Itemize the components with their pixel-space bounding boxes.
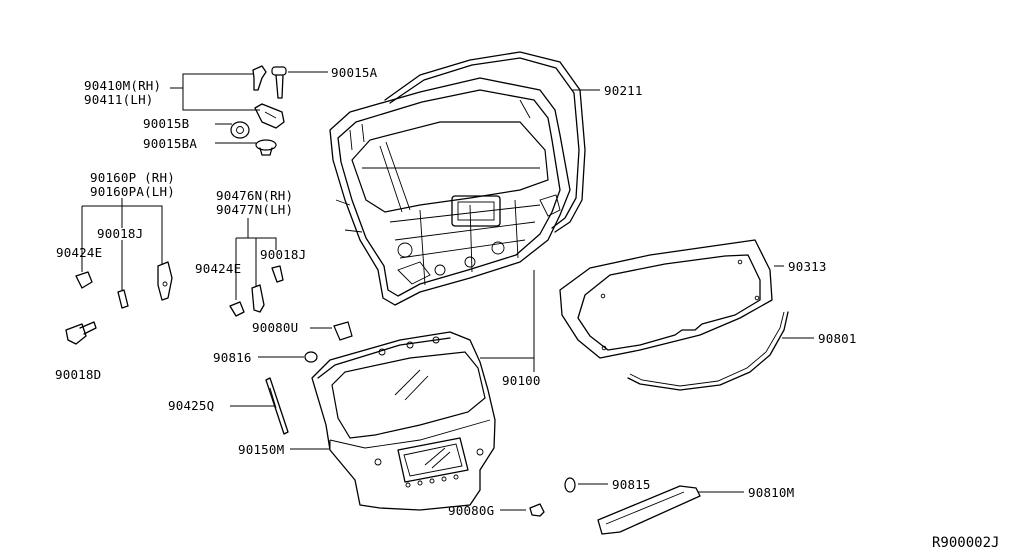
glass-molding-illustration [627, 311, 789, 391]
stay-bracket-group-illustration [65, 261, 173, 345]
leader-lines [81, 71, 814, 511]
label-90160p: 90160P (RH) [90, 170, 175, 185]
label-90015ba: 90015BA [143, 136, 197, 151]
label-90424e-left: 90424E [56, 245, 102, 260]
label-90018j-left: 90018J [97, 226, 143, 241]
hinge-bolt-group-illustration [230, 65, 287, 156]
stay-bracket-mid-illustration [229, 265, 353, 363]
label-90476n: 90476N(RH) [216, 188, 293, 203]
back-door-finisher-illustration [597, 485, 701, 535]
label-90018j-mid: 90018J [260, 247, 306, 262]
label-90801: 90801 [818, 331, 857, 346]
label-90425q: 90425Q [168, 398, 214, 413]
label-90815: 90815 [612, 477, 651, 492]
label-90816: 90816 [213, 350, 252, 365]
label-90424e-mid: 90424E [195, 261, 241, 276]
back-glass-illustration [559, 239, 773, 359]
weatherstrip-illustration [384, 51, 586, 233]
label-90313: 90313 [788, 259, 827, 274]
label-90018d: 90018D [55, 367, 101, 382]
label-90160pa: 90160PA(LH) [90, 184, 175, 199]
label-90810m: 90810M [748, 485, 794, 500]
back-door-assembly-illustration [311, 331, 496, 511]
back-door-panel-illustration [329, 77, 571, 306]
gas-stay-illustration [265, 377, 289, 435]
label-90411: 90411(LH) [84, 92, 154, 107]
part-labels: 90410M(RH) 90411(LH) 90015A 90015B 90015… [55, 65, 999, 551]
label-90015a: 90015A [331, 65, 378, 80]
label-90100: 90100 [502, 373, 541, 388]
label-90080g: 90080G [448, 503, 494, 518]
label-90150m: 90150M [238, 442, 284, 457]
label-90211: 90211 [604, 83, 643, 98]
label-90015b: 90015B [143, 116, 189, 131]
label-90410m: 90410M(RH) [84, 78, 161, 93]
label-90477n: 90477N(LH) [216, 202, 293, 217]
clip-group-illustration [529, 477, 576, 517]
diagram-reference-number: R900002J [932, 535, 999, 551]
label-90080u: 90080U [252, 320, 298, 335]
